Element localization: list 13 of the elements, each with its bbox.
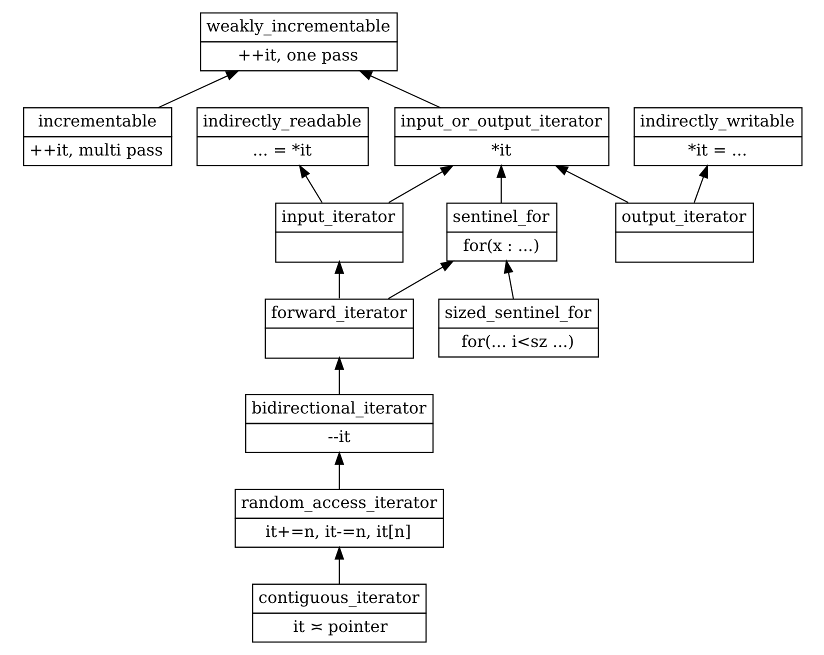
arrow — [298, 164, 322, 203]
arrow — [358, 70, 440, 108]
arrow — [157, 70, 240, 108]
arrow — [503, 259, 514, 299]
arrow — [334, 450, 344, 490]
arrow — [496, 164, 506, 203]
arrow — [334, 546, 344, 584]
arrow — [334, 260, 344, 298]
arrow — [388, 260, 454, 300]
arrow — [693, 164, 708, 203]
arrow — [554, 164, 628, 203]
arrow — [388, 164, 454, 203]
arrow — [334, 356, 344, 394]
